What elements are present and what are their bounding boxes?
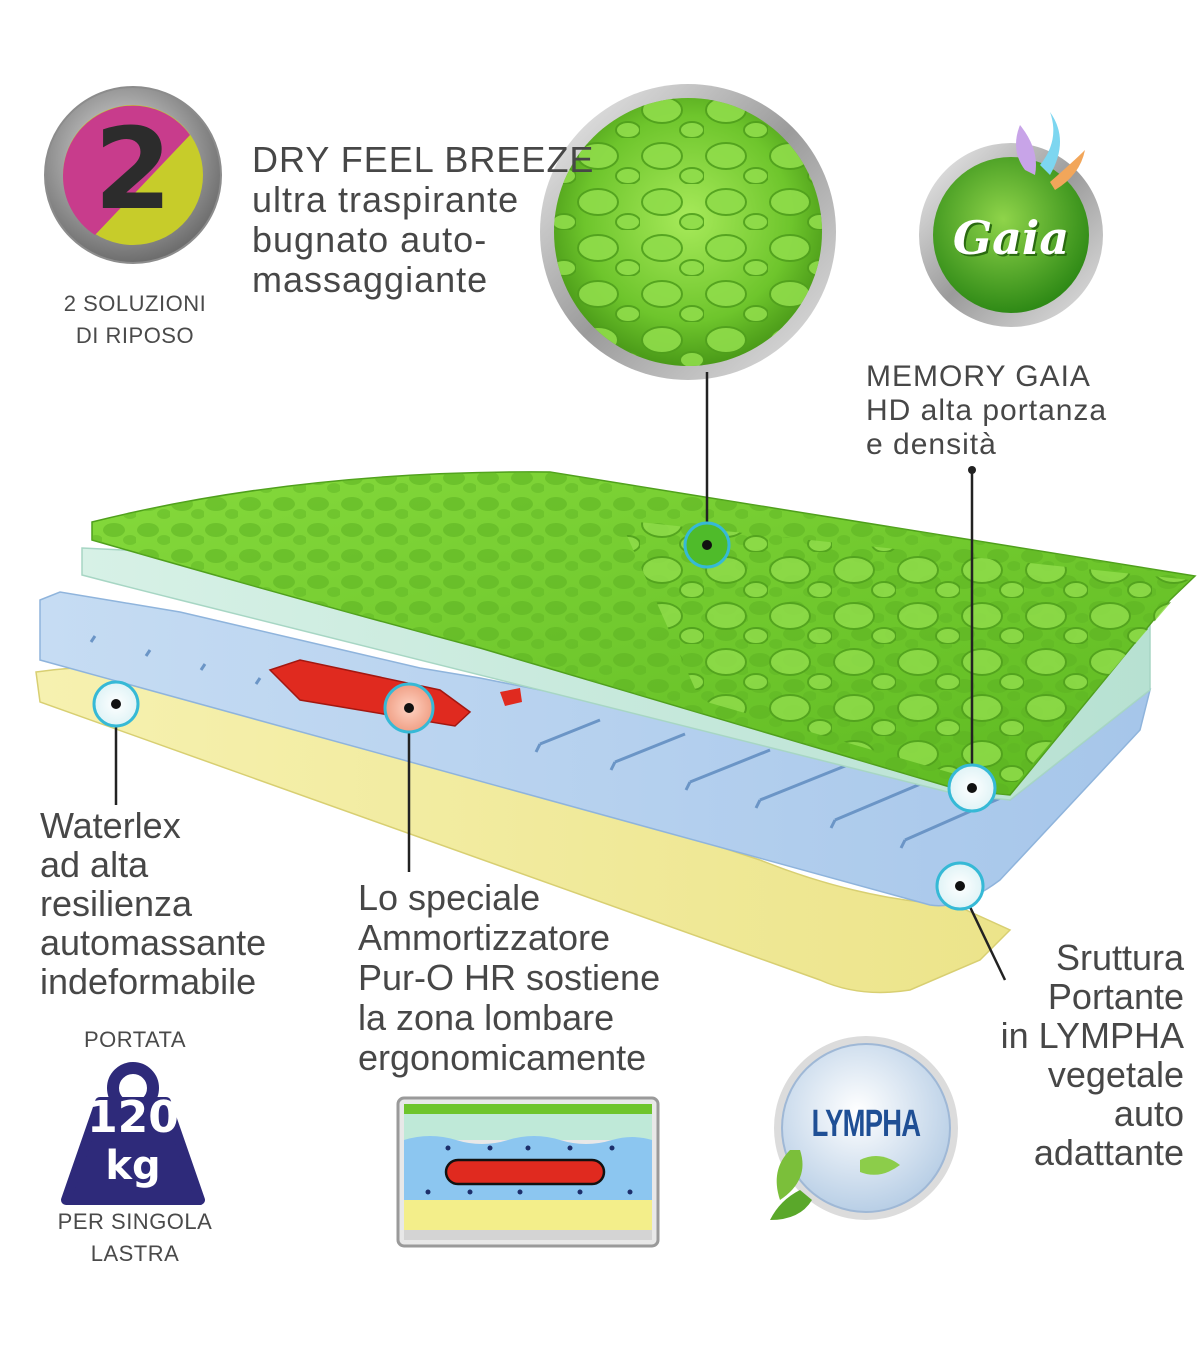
struttura-line: adattante <box>1033 1132 1184 1173</box>
texture-zoom-circle <box>540 84 836 380</box>
marker-yellow <box>92 680 140 728</box>
ammortizzatore-line: Ammortizzatore <box>358 917 611 958</box>
struttura-line: auto <box>1113 1093 1184 1134</box>
two-badge-caption-line: 2 SOLUZIONI <box>63 291 207 316</box>
weight-icon <box>61 1062 205 1205</box>
marker-mint <box>947 763 997 813</box>
portata-caption-line: LASTRA <box>90 1241 180 1266</box>
struttura-line: Sruttura <box>1055 937 1184 978</box>
portata-caption: PER SINGOLA LASTRA <box>30 1206 240 1270</box>
marker-green <box>683 521 731 569</box>
cross-section-thumbnail <box>396 1096 660 1248</box>
ammortizzatore-text: Lo speciale Ammortizzatore Pur-O HR sost… <box>358 878 660 1078</box>
waterlex-line: resilienza <box>40 883 193 924</box>
two-badge-number: 2 <box>94 105 172 235</box>
waterlex-line: Waterlex <box>40 805 181 846</box>
lympha-logo <box>770 1036 958 1220</box>
dry-feel-title: DRY FEEL BREEZE <box>252 139 595 180</box>
dry-feel-line: massaggiante <box>252 259 489 300</box>
memory-gaia-line: HD alta portanza <box>866 394 1108 427</box>
struttura-line: in LYMPHA <box>1000 1015 1184 1056</box>
weight-number: 120 <box>87 1092 179 1143</box>
memory-gaia-line: e densità <box>866 428 997 461</box>
weight-unit: kg <box>105 1143 161 1189</box>
struttura-line: vegetale <box>1047 1054 1184 1095</box>
gaia-logo-text: Gaia <box>952 211 1070 265</box>
gaia-logo <box>919 112 1103 327</box>
dry-feel-text: DRY FEEL BREEZE ultra traspirante bugnat… <box>252 140 594 300</box>
two-badge-caption-line: DI RIPOSO <box>75 323 195 348</box>
lympha-logo-text: LYMPHA <box>811 1103 921 1145</box>
blue-layer-slots <box>89 635 1006 849</box>
waterlex-line: indeformabile <box>40 961 257 1002</box>
memory-gaia-text: MEMORY GAIA HD alta portanza e densità <box>866 360 1107 462</box>
waterlex-line: automassante <box>40 922 267 963</box>
ammortizzatore-line: Pur-O HR sostiene <box>358 957 661 998</box>
ammortizzatore-line: ergonomicamente <box>358 1037 647 1078</box>
dry-feel-line: ultra traspirante <box>252 179 520 220</box>
portata-caption-line: PER SINGOLA <box>57 1209 213 1234</box>
waterlex-text: Waterlex ad alta resilienza automassante… <box>40 806 266 1001</box>
portata-label: PORTATA <box>83 1027 187 1052</box>
marker-red <box>383 682 435 734</box>
memory-gaia-title: MEMORY GAIA <box>866 360 1091 393</box>
ammortizzatore-line: la zona lombare <box>358 997 615 1038</box>
dry-feel-line: bugnato auto- <box>252 219 488 260</box>
two-badge-caption: 2 SOLUZIONI DI RIPOSO <box>40 288 230 352</box>
marker-blue <box>935 861 985 911</box>
struttura-text: Sruttura Portante in LYMPHA vegetale aut… <box>940 938 1184 1172</box>
ammortizzatore-line: Lo speciale <box>358 877 541 918</box>
waterlex-line: ad alta <box>40 844 149 885</box>
two-solutions-badge <box>44 86 222 264</box>
callout-lines <box>114 372 1007 981</box>
struttura-line: Portante <box>1047 976 1184 1017</box>
